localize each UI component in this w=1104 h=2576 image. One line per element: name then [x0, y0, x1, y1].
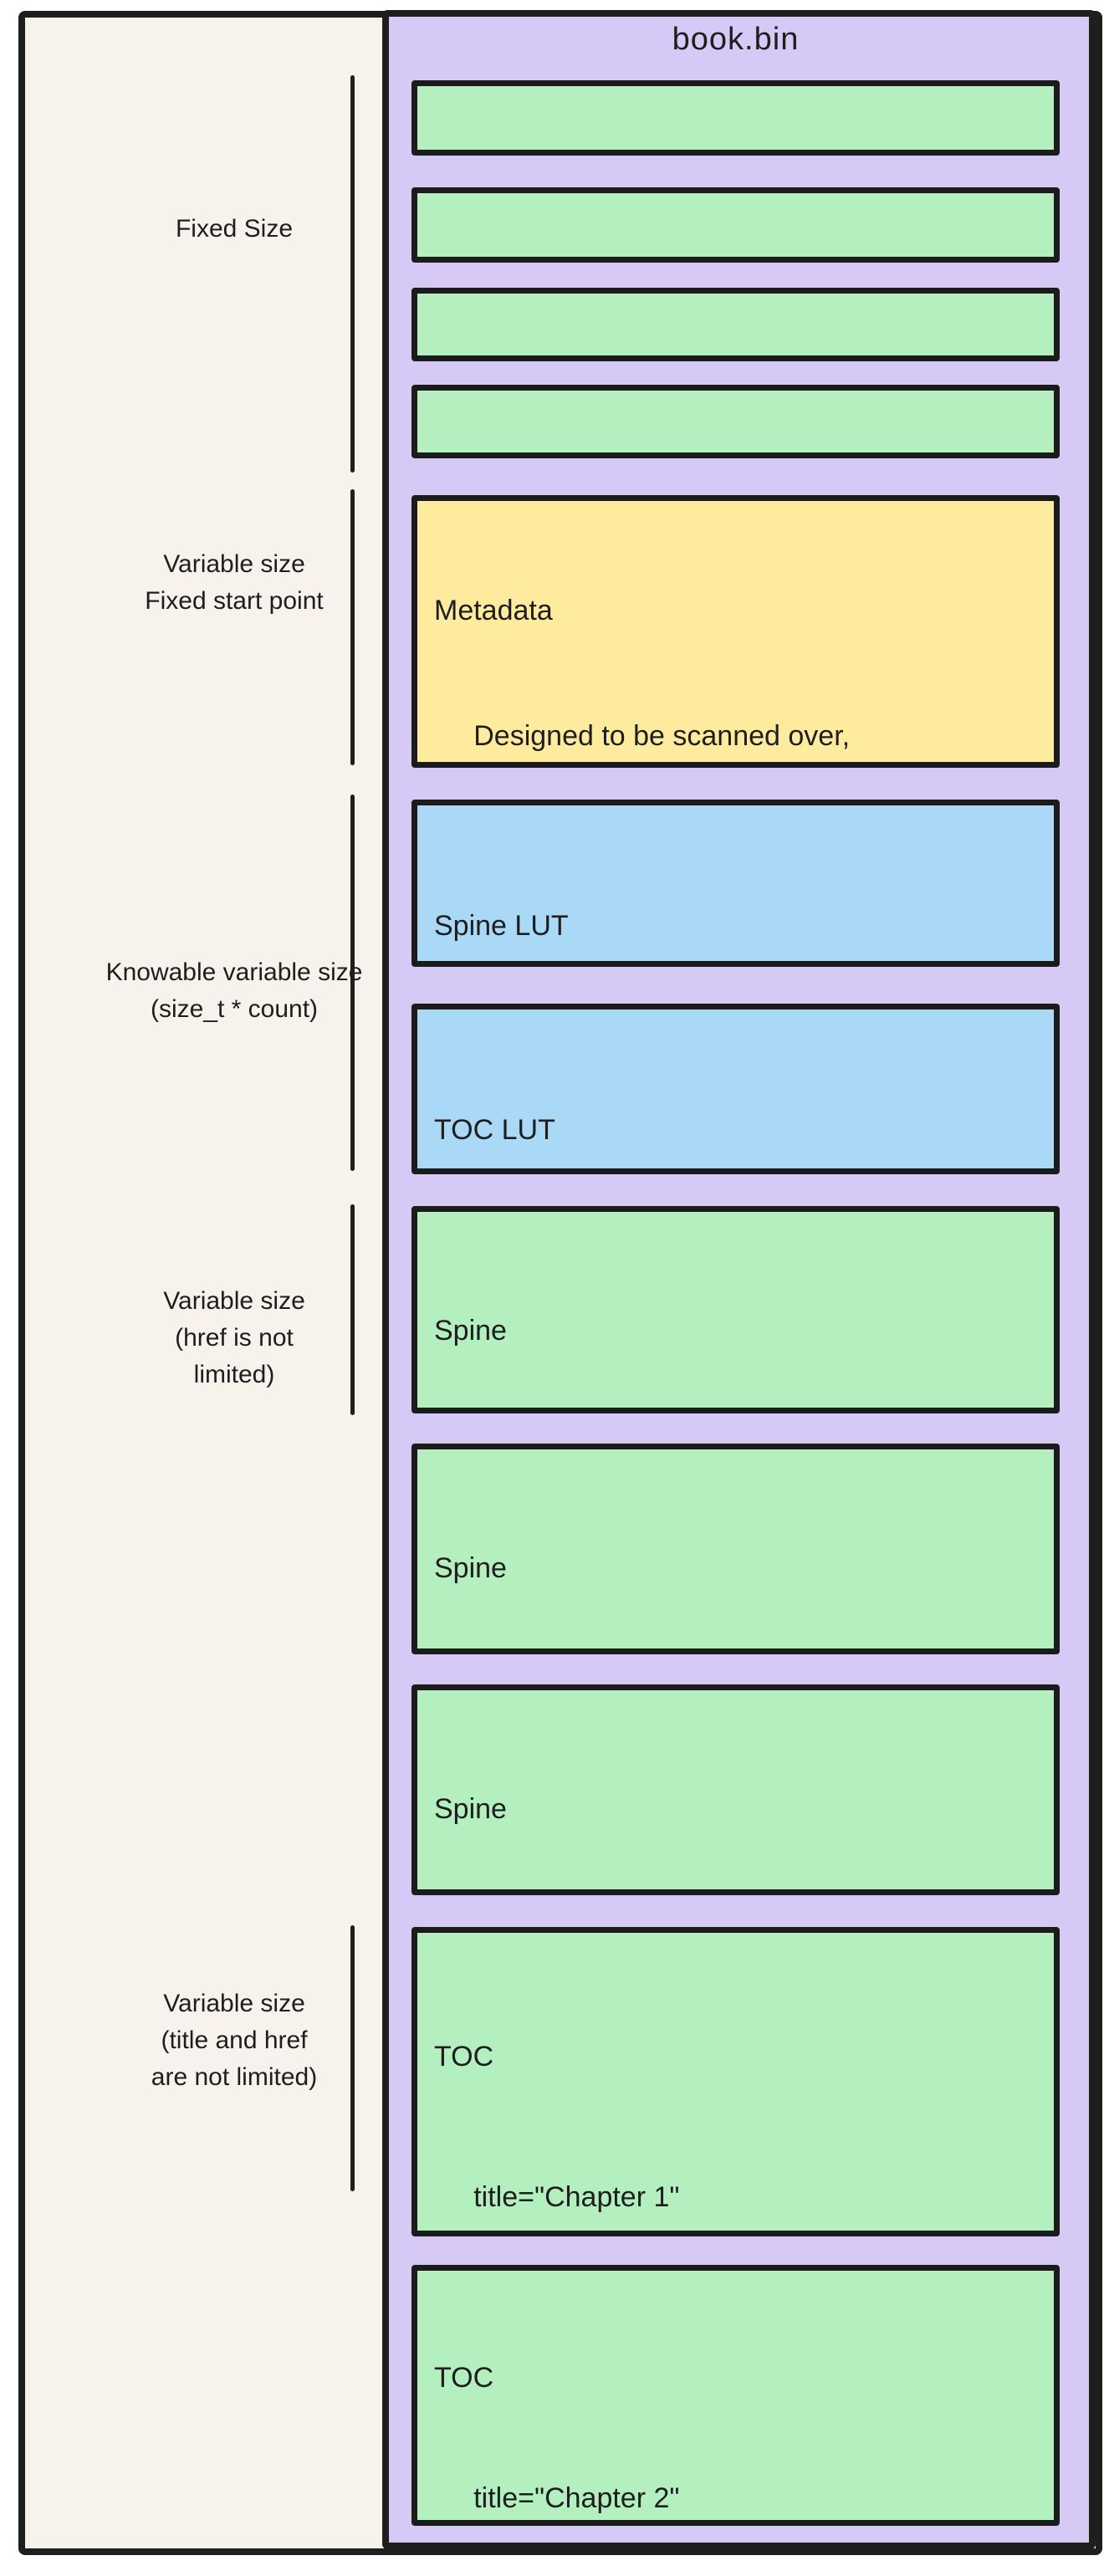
bracket-line-toc [350, 1925, 355, 2191]
box-text-line: TOC LUT [434, 1114, 555, 1146]
side-label-line: (href is not [175, 1324, 294, 1352]
side-label-variable-size-fixed-start: Variable size Fixed start point [84, 546, 385, 620]
side-label-variable-size-title-href: Variable size (title and href are not li… [84, 1986, 385, 2096]
side-label-line: Fixed start point [145, 587, 324, 615]
side-label-line: Variable size [163, 1990, 305, 2017]
box-text-line: Spine [434, 1552, 507, 1584]
box-toc-1: TOC title="Chapter 1" href="text/part1.h… [411, 1927, 1060, 2236]
side-label-variable-size-href: Variable size (href is not limited) [84, 1283, 385, 1393]
box-text-line: Designed to be scanned over, [434, 720, 851, 752]
box-text-line: Spine [434, 1793, 507, 1825]
side-label-line: (title and href [161, 2027, 308, 2054]
panel-title: book.bin [672, 22, 800, 57]
box-metadata: Metadata Designed to be scanned over, or… [411, 495, 1060, 768]
side-label-line: Variable size [163, 1287, 305, 1315]
box-text-line: title="Chapter 1" [434, 2181, 680, 2213]
side-label-line: (size_t * count) [150, 995, 319, 1023]
box-spine-2: Spine href="text/part1_01.html" cumSize=… [411, 1444, 1060, 1654]
bracket-line-spine [350, 1204, 355, 1415]
box-text-line: title="Chapter 2" [434, 2482, 680, 2514]
box-spine-1: Spine href="text/part1.html" cumSize=123… [411, 1206, 1060, 1413]
side-label-knowable-variable-size: Knowable variable size (size_t * count) [84, 954, 385, 1028]
box-spine-3: Spine href="text/part2.html" cumSize=123… [411, 1684, 1060, 1895]
box-spine-count: Spine count [411, 288, 1060, 361]
box-toc-count: TOC count [411, 385, 1060, 458]
box-text-line: TOC [434, 2041, 494, 2073]
box-text-line: TOC [434, 2362, 494, 2394]
bracket-line-metadata [350, 489, 355, 765]
side-label-line: Knowable variable size [105, 958, 363, 986]
bracket-line-luts [350, 795, 355, 1171]
box-text-line: Metadata [434, 595, 553, 626]
box-text-line: Spine [434, 1315, 507, 1347]
side-label-line: Variable size [163, 550, 305, 578]
side-label-line: Fixed Size [175, 215, 294, 243]
box-lut-offset: LUT Offset [411, 187, 1060, 263]
box-spine-lut: Spine LUT size_t item per spine item poi… [411, 800, 1060, 967]
box-text-line: Spine LUT [434, 910, 569, 942]
box-toc-lut: TOC LUT size_t item per TOC item pointin… [411, 1004, 1060, 1174]
box-version: VERSION = 1 [411, 80, 1060, 156]
side-label-fixed-size: Fixed Size [84, 211, 385, 248]
box-toc-2: TOC title="Chapter 2" href="text/part2.h… [411, 2265, 1060, 2526]
side-label-line: are not limited) [151, 2063, 318, 2091]
bracket-line-fixed-size [350, 75, 355, 473]
side-label-line: limited) [193, 1361, 275, 1388]
